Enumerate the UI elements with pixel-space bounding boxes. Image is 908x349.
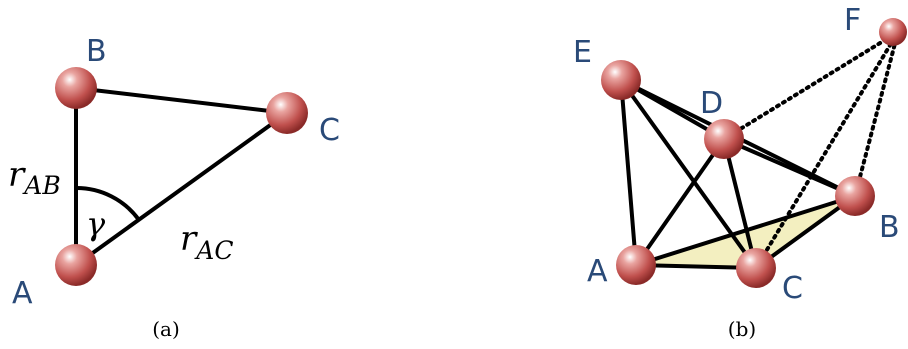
atom-b-label-b: B bbox=[879, 210, 900, 245]
caption-b: (b) bbox=[728, 317, 756, 341]
dotted-bond-f-b bbox=[853, 30, 900, 198]
bond-c-b-b bbox=[754, 194, 857, 270]
bond-d-b bbox=[722, 137, 857, 198]
atom-f-sphere bbox=[879, 18, 907, 46]
atom-c-sphere-b bbox=[736, 248, 776, 288]
atom-b-label: B bbox=[86, 34, 107, 69]
atom-f-label-b: F bbox=[844, 3, 861, 38]
dotted-bond-f-d bbox=[722, 30, 900, 141]
atom-a-label-b: A bbox=[587, 254, 608, 289]
atom-a-sphere-b bbox=[616, 245, 656, 285]
bond-a-c bbox=[74, 111, 289, 267]
panel-b: E D F B A C (b) bbox=[573, 3, 907, 341]
atom-d-sphere bbox=[704, 119, 744, 159]
caption-a: (a) bbox=[152, 317, 180, 341]
atom-a-label: A bbox=[12, 276, 33, 311]
atom-b-sphere bbox=[55, 67, 97, 109]
atom-e-sphere bbox=[601, 60, 641, 100]
atom-c-sphere bbox=[266, 92, 308, 134]
atom-c-label: C bbox=[319, 113, 340, 148]
bond-d-c bbox=[722, 137, 758, 270]
bond-e-c bbox=[619, 78, 758, 270]
panel-a: B C A rAB γ rAC (a) bbox=[8, 34, 340, 341]
bond-d-a bbox=[634, 137, 726, 267]
atom-c-label-b: C bbox=[782, 271, 803, 306]
bond-b-c bbox=[74, 86, 289, 115]
bond-e-a bbox=[619, 78, 638, 267]
angle-label: γ bbox=[86, 205, 106, 243]
bond-a-c-b bbox=[634, 263, 758, 270]
dotted-bond-f-c bbox=[754, 30, 900, 270]
atom-d-label-b: D bbox=[700, 86, 723, 121]
atom-a-sphere bbox=[55, 244, 97, 286]
distance-ac-label: rAC bbox=[180, 219, 233, 265]
atom-b-sphere-b bbox=[835, 176, 875, 216]
angle-arc bbox=[75, 185, 141, 222]
atom-e-label-b: E bbox=[573, 35, 592, 70]
distance-ab-label: rAB bbox=[8, 155, 61, 200]
